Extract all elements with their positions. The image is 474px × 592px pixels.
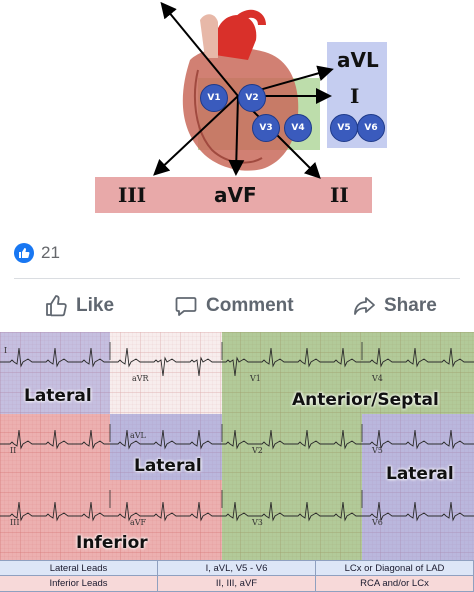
- comment-label: Comment: [206, 295, 294, 316]
- thumbs-up-icon: [14, 243, 34, 263]
- lead-label-avl: aVL: [337, 48, 379, 72]
- table-cell: LCx or Diagonal of LAD: [316, 560, 474, 576]
- ecg-lead-avl: aVL: [130, 431, 146, 440]
- zone-label-anterior-septal: Anterior/Septal: [292, 390, 439, 410]
- ecg-lead-v5: V5: [372, 446, 383, 455]
- like-button[interactable]: Like: [44, 290, 114, 322]
- lead-label-avf: aVF: [214, 183, 257, 207]
- share-arrow-icon: [354, 297, 375, 315]
- ecg-lead-v6: V6: [372, 518, 383, 527]
- lead-label-iii: III: [118, 183, 147, 207]
- ecg-lead-v2: V2: [252, 446, 263, 455]
- inferior-lead-box: [95, 177, 372, 213]
- ecg-trace: [0, 347, 474, 377]
- table-cell: Lateral Leads: [0, 560, 158, 576]
- like-label: Like: [76, 295, 115, 316]
- zone-lateral-1: [0, 332, 110, 414]
- ecg-lead-i: I: [4, 346, 8, 355]
- divider: [14, 278, 460, 279]
- ecg-lead-v3: V3: [252, 518, 263, 527]
- table-cell: I, aVL, V5 - V6: [158, 560, 316, 576]
- table-row: Inferior Leads II, III, aVF RCA and/or L…: [0, 576, 474, 592]
- comment-button[interactable]: Comment: [174, 290, 294, 322]
- zone-label-lateral-3: Lateral: [386, 464, 454, 484]
- ecg-lead-ii: II: [10, 446, 17, 455]
- chest-lead-v4: V4: [284, 114, 312, 142]
- lead-label-ii: II: [330, 183, 349, 207]
- ecg-lead-v1: V1: [250, 374, 261, 383]
- chest-lead-v3: V3: [252, 114, 280, 142]
- zone-label-lateral-1: Lateral: [24, 386, 92, 406]
- heart-lead-diagram: aVL I III aVF II V1 V2 V3 V4 V5 V6: [0, 0, 474, 224]
- reaction-summary[interactable]: 21: [14, 241, 60, 265]
- table-cell: II, III, aVF: [158, 576, 316, 592]
- ecg-lead-avf: aVF: [130, 518, 147, 527]
- zone-label-lateral-2: Lateral: [134, 456, 202, 476]
- chest-lead-v6: V6: [357, 114, 385, 142]
- ecg-trace: [0, 501, 474, 522]
- ecg-trace: [0, 429, 474, 450]
- ecg-grid: [0, 332, 474, 560]
- lead-artery-table: Lateral Leads I, aVL, V5 - V6 LCx or Dia…: [0, 560, 474, 592]
- zone-anterior-septal: [222, 332, 474, 414]
- zone-lateral-3: [362, 414, 474, 560]
- ecg-lead-avr: aVR: [132, 374, 149, 383]
- zone-label-inferior: Inferior: [76, 533, 148, 553]
- chest-lead-v1: V1: [200, 84, 228, 112]
- share-label: Share: [384, 295, 437, 316]
- share-button[interactable]: Share: [352, 290, 437, 322]
- like-count: 21: [41, 243, 60, 262]
- chest-lead-v2: V2: [238, 84, 266, 112]
- table-cell: Inferior Leads: [0, 576, 158, 592]
- ecg-lead-v4: V4: [372, 374, 383, 383]
- ecg-lead-iii: III: [10, 518, 20, 527]
- speech-bubble-icon: [175, 297, 197, 316]
- table-cell: RCA and/or LCx: [316, 576, 474, 592]
- table-row: Lateral Leads I, aVL, V5 - V6 LCx or Dia…: [0, 560, 474, 576]
- ecg-strip: I aVR V1 V4 II aVL V2 V5 III aVF V3 V6 L…: [0, 332, 474, 560]
- lead-label-i: I: [350, 84, 360, 108]
- chest-lead-v5: V5: [330, 114, 358, 142]
- thumbs-up-outline-icon: [46, 295, 67, 317]
